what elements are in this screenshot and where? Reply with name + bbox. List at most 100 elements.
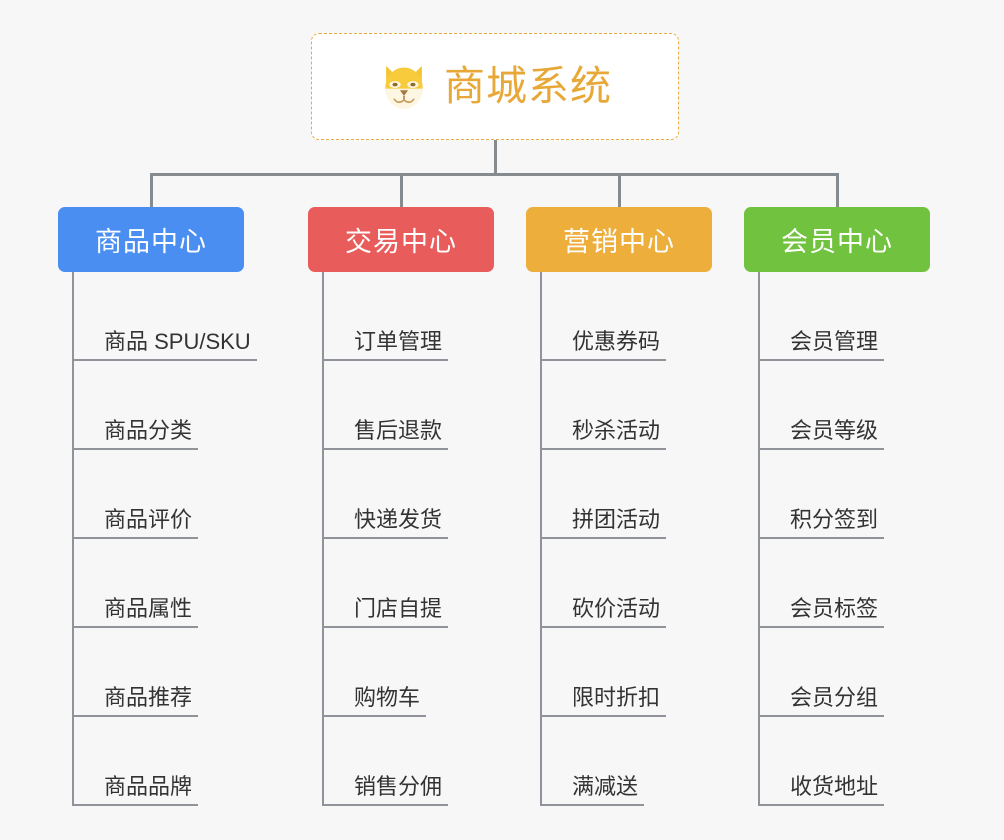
- leaf-item[interactable]: 快递发货: [322, 450, 494, 539]
- leaf-item-label: 会员等级: [790, 417, 879, 443]
- leaf-item-label: 快递发货: [354, 506, 443, 532]
- connector-drop-1: [150, 173, 153, 207]
- leaf-item[interactable]: 积分签到: [758, 450, 930, 539]
- branch-card-product[interactable]: 商品中心: [58, 207, 244, 272]
- leaf-underline: [322, 626, 448, 628]
- branch-card-label: 商品中心: [95, 227, 207, 257]
- leaf-underline: [758, 804, 884, 806]
- leaf-item[interactable]: 商品 SPU/SKU: [72, 272, 257, 361]
- leaf-underline: [758, 359, 884, 361]
- leaf-item[interactable]: 门店自提: [322, 539, 494, 628]
- root-node[interactable]: 商城系统: [311, 33, 679, 140]
- leaf-trunk-line: [758, 272, 760, 806]
- leaf-underline: [758, 715, 884, 717]
- leaf-underline: [758, 448, 884, 450]
- leaf-underline: [540, 626, 666, 628]
- connector-drop-3: [618, 173, 621, 207]
- leaf-item-label: 限时折扣: [572, 684, 661, 710]
- leaf-underline: [322, 804, 448, 806]
- root-title: 商城系统: [444, 63, 612, 109]
- leaf-list-trade: 订单管理 售后退款 快递发货 门店自提 购物车 销售分佣: [322, 272, 494, 806]
- leaf-item[interactable]: 砍价活动: [540, 539, 712, 628]
- leaf-underline: [540, 715, 666, 717]
- leaf-item[interactable]: 会员分组: [758, 628, 930, 717]
- leaf-item-label: 销售分佣: [354, 773, 443, 799]
- leaf-item-label: 售后退款: [354, 417, 443, 443]
- branch-card-label: 交易中心: [345, 227, 457, 257]
- leaf-item[interactable]: 商品品牌: [72, 717, 244, 806]
- leaf-underline: [72, 715, 198, 717]
- shiba-dog-face-icon: [385, 65, 423, 109]
- leaf-item[interactable]: 会员管理: [758, 272, 930, 361]
- connector-drop-4: [836, 173, 839, 207]
- leaf-underline: [72, 537, 198, 539]
- leaf-item-label: 订单管理: [354, 328, 443, 354]
- leaf-item-label: 商品属性: [104, 595, 193, 621]
- branch-card-trade[interactable]: 交易中心: [308, 207, 494, 272]
- leaf-item[interactable]: 收货地址: [758, 717, 930, 806]
- leaf-item-label: 门店自提: [354, 595, 443, 621]
- leaf-item-label: 优惠券码: [572, 328, 661, 354]
- leaf-item[interactable]: 会员标签: [758, 539, 930, 628]
- leaf-underline: [322, 359, 448, 361]
- leaf-underline: [540, 359, 666, 361]
- leaf-item[interactable]: 商品推荐: [72, 628, 244, 717]
- leaf-item-label: 商品 SPU/SKU: [104, 328, 251, 354]
- branch-column-member: 会员中心 会员管理 会员等级 积分签到 会员标签 会员分组: [744, 207, 930, 806]
- leaf-item[interactable]: 满减送: [540, 717, 712, 806]
- leaf-item[interactable]: 商品属性: [72, 539, 244, 628]
- leaf-item-label: 会员管理: [790, 328, 879, 354]
- leaf-item-label: 商品分类: [104, 417, 193, 443]
- leaf-underline: [758, 626, 884, 628]
- leaf-item[interactable]: 商品评价: [72, 450, 244, 539]
- leaf-item-label: 满减送: [572, 773, 639, 799]
- leaf-item[interactable]: 拼团活动: [540, 450, 712, 539]
- connector-root-trunk: [494, 140, 497, 176]
- branch-column-marketing: 营销中心 优惠券码 秒杀活动 拼团活动 砍价活动 限时折扣: [526, 207, 712, 806]
- leaf-item[interactable]: 订单管理: [322, 272, 494, 361]
- branch-card-member[interactable]: 会员中心: [744, 207, 930, 272]
- leaf-underline: [758, 537, 884, 539]
- leaf-item-label: 商品评价: [104, 506, 193, 532]
- branch-column-trade: 交易中心 订单管理 售后退款 快递发货 门店自提 购物车: [308, 207, 494, 806]
- leaf-item[interactable]: 售后退款: [322, 361, 494, 450]
- leaf-underline: [322, 537, 448, 539]
- leaf-trunk-line: [72, 272, 74, 806]
- branch-column-product: 商品中心 商品 SPU/SKU 商品分类 商品评价 商品属性 商品推荐: [58, 207, 257, 806]
- leaf-item-label: 积分签到: [790, 506, 879, 532]
- leaf-item-label: 商品品牌: [104, 773, 193, 799]
- connector-horizontal-bus: [150, 173, 838, 176]
- leaf-trunk-line: [322, 272, 324, 806]
- leaf-item-label: 会员标签: [790, 595, 879, 621]
- leaf-item-label: 秒杀活动: [572, 417, 661, 443]
- leaf-item[interactable]: 秒杀活动: [540, 361, 712, 450]
- leaf-item[interactable]: 限时折扣: [540, 628, 712, 717]
- leaf-underline: [72, 359, 257, 361]
- leaf-item[interactable]: 购物车: [322, 628, 494, 717]
- leaf-underline: [322, 715, 426, 717]
- leaf-item[interactable]: 会员等级: [758, 361, 930, 450]
- leaf-trunk-line: [540, 272, 542, 806]
- leaf-item-label: 收货地址: [790, 773, 879, 799]
- leaf-item-label: 商品推荐: [104, 684, 193, 710]
- leaf-item[interactable]: 优惠券码: [540, 272, 712, 361]
- leaf-item-label: 砍价活动: [572, 595, 661, 621]
- leaf-list-marketing: 优惠券码 秒杀活动 拼团活动 砍价活动 限时折扣 满减送: [540, 272, 712, 806]
- branch-card-label: 会员中心: [781, 227, 893, 257]
- leaf-underline: [72, 804, 198, 806]
- branch-card-label: 营销中心: [563, 227, 675, 257]
- leaf-item[interactable]: 商品分类: [72, 361, 244, 450]
- leaf-underline: [540, 804, 644, 806]
- branch-card-marketing[interactable]: 营销中心: [526, 207, 712, 272]
- leaf-list-member: 会员管理 会员等级 积分签到 会员标签 会员分组 收货地址: [758, 272, 930, 806]
- leaf-item-label: 会员分组: [790, 684, 879, 710]
- leaf-item-label: 拼团活动: [572, 506, 661, 532]
- leaf-underline: [322, 448, 448, 450]
- leaf-item[interactable]: 销售分佣: [322, 717, 494, 806]
- connector-drop-2: [400, 173, 403, 207]
- leaf-underline: [72, 448, 198, 450]
- leaf-underline: [540, 448, 666, 450]
- leaf-underline: [72, 626, 198, 628]
- leaf-item-label: 购物车: [354, 684, 421, 710]
